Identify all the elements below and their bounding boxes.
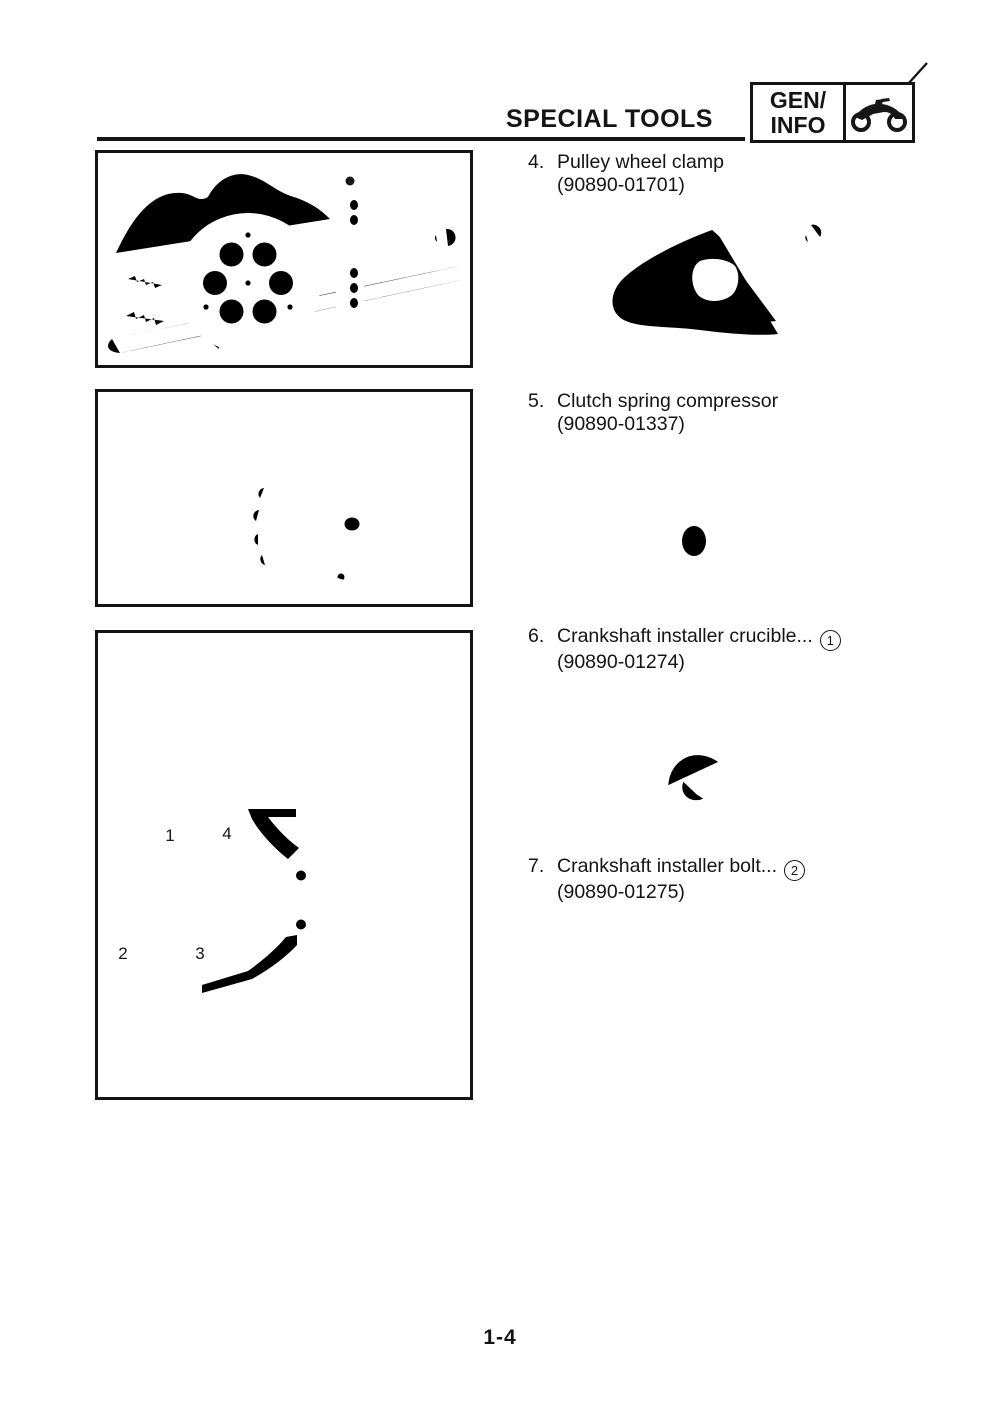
- t-handle: [202, 400, 214, 532]
- tool-item-6: 6. Crankshaft installer crucible... 1 (90…: [528, 625, 841, 674]
- connecting-rod: [324, 747, 344, 779]
- ref-circle-2: 2: [784, 860, 806, 881]
- threaded-bolt: [606, 946, 814, 1079]
- crank-shaft-right: [363, 879, 470, 903]
- tool-name: Pulley wheel clamp: [557, 151, 724, 173]
- installer-shaft-into-crank: [264, 886, 309, 914]
- tool-item-7: 7. Crankshaft installer bolt... 2 (90890-…: [528, 855, 806, 904]
- ref-circle-1: 1: [819, 630, 841, 651]
- figure-clutch-compressor-in-use: [95, 389, 473, 607]
- gen-info-badge: GEN/ INFO: [750, 82, 915, 143]
- tool-part-number: (90890-01701): [557, 174, 685, 196]
- gen-info-line2: INFO: [770, 111, 826, 138]
- tool-part-number: (90890-01337): [557, 413, 685, 435]
- bearings: [293, 867, 309, 933]
- header-rule: [97, 137, 745, 141]
- tool-number: 4.: [528, 151, 545, 173]
- handle: [772, 224, 822, 265]
- drawing-crankshaft-installer-bolt: [606, 946, 814, 1079]
- tool-number: 6.: [528, 625, 545, 647]
- crankcase-plates: [202, 809, 299, 993]
- callout-1: 1: [165, 826, 174, 845]
- compressor-screw: [671, 493, 787, 562]
- clamp-pad: [692, 258, 751, 301]
- callout-3: 3: [195, 944, 204, 963]
- tool-name: Crankshaft installer bolt...: [557, 855, 778, 877]
- installer-flange: [247, 851, 264, 934]
- callout-4: 4: [222, 824, 231, 843]
- clutch-assembly: [240, 446, 415, 584]
- installer-inner-bolt: [165, 889, 264, 911]
- pulley-wheel: [176, 213, 320, 353]
- drawing-pulley-wheel-clamp: [612, 224, 832, 335]
- end-tab: [783, 251, 832, 302]
- gen-info-line1: GEN/: [769, 86, 827, 113]
- tool-item-5: 5. Clutch spring compressor (90890-01337…: [528, 390, 778, 436]
- callout-2: 2: [118, 944, 127, 963]
- crank-webs: [309, 849, 363, 948]
- tool-name: Clutch spring compressor: [557, 390, 779, 412]
- tool-part-number: (90890-01275): [557, 881, 685, 903]
- figure-pulley-clamp-in-use: [95, 150, 473, 368]
- tool-number: 5.: [528, 390, 545, 412]
- bracket-hook: [326, 578, 362, 600]
- tool-number: 7.: [528, 855, 545, 877]
- slide-rod: [726, 449, 841, 527]
- page-corner-tick: [907, 62, 928, 85]
- gen-info-label: GEN/ INFO: [753, 85, 846, 140]
- page-number: 1-4: [483, 1326, 517, 1349]
- crucible-body: [665, 710, 834, 826]
- tool-item-4: 4. Pulley wheel clamp (90890-01701): [528, 151, 724, 197]
- clamp-tool: [287, 175, 456, 347]
- page-title: SPECIAL TOOLS: [505, 105, 713, 133]
- figure-crankshaft-installer-section: 1 4 2 3: [95, 630, 473, 1100]
- cross-bar: [710, 225, 780, 281]
- tool-name: Crankshaft installer crucible...: [557, 625, 813, 647]
- installer-nut-and-bolt-end: [107, 881, 154, 917]
- drawing-crankshaft-installer-crucible: [665, 710, 834, 826]
- tool-part-number: (90890-01274): [557, 651, 685, 673]
- drawing-clutch-spring-compressor: [603, 449, 841, 605]
- motorcycle-icon: [846, 85, 912, 140]
